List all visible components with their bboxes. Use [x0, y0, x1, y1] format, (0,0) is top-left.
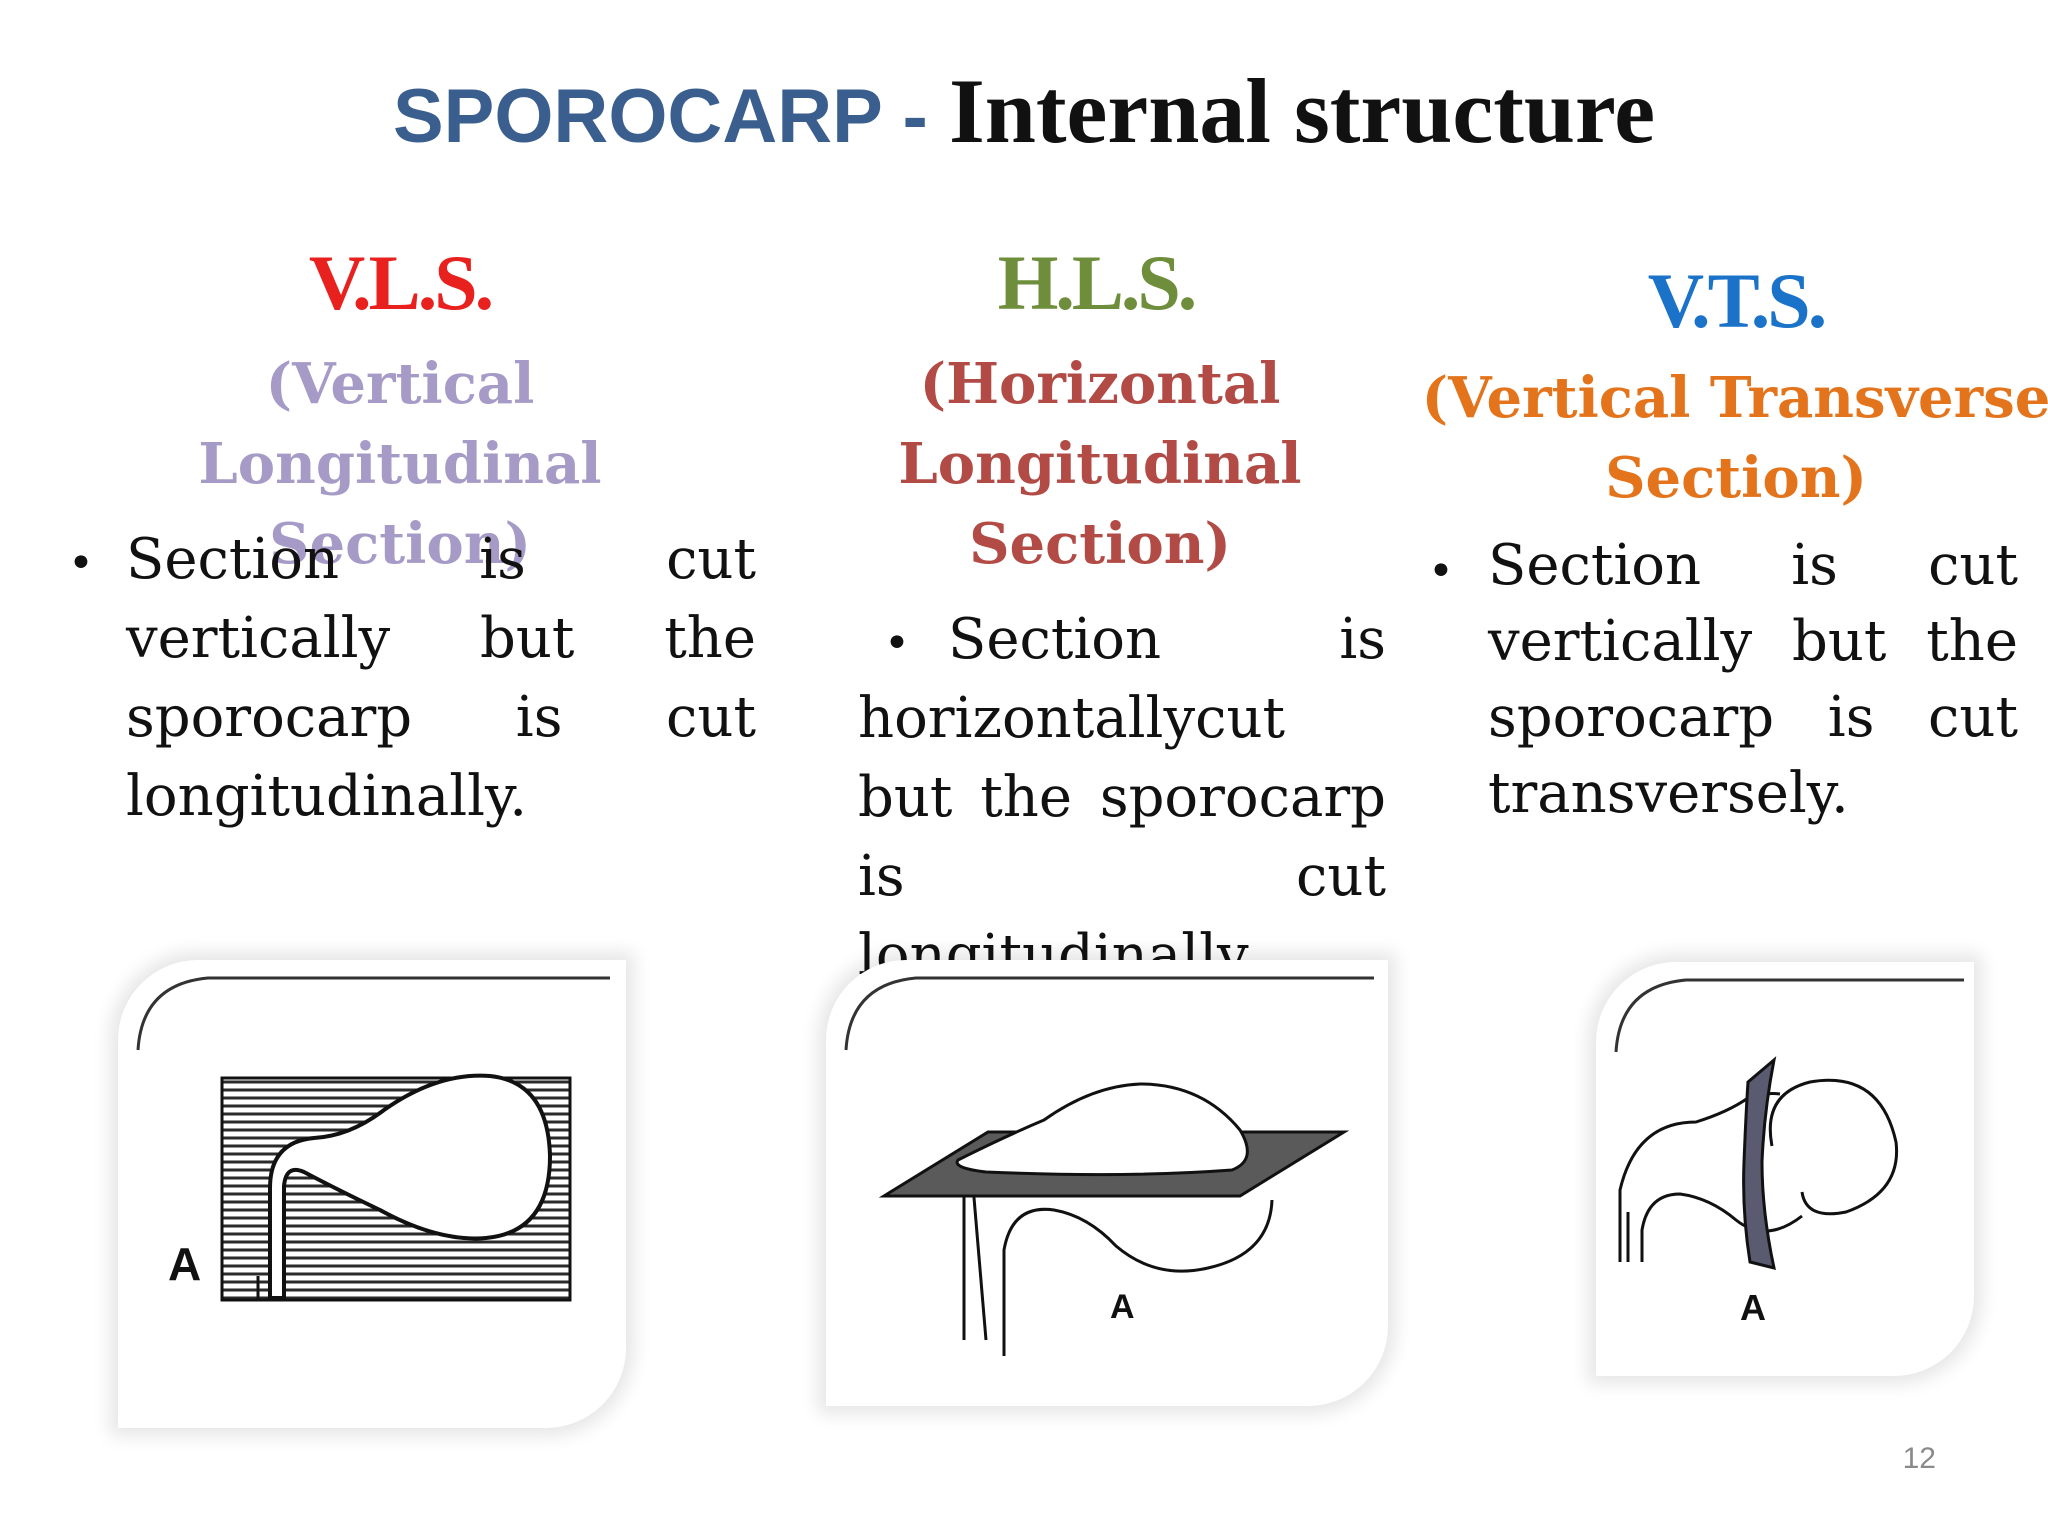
hls-diagram: A — [844, 976, 1374, 1356]
vts-description: Section is cut vertically but the sporoc… — [1488, 533, 2018, 826]
hls-full-name: (Horizontal Longitudinal Section) — [790, 344, 1410, 584]
vls-diagram-frame: A — [118, 960, 626, 1428]
vts-diagram: A — [1614, 978, 1964, 1328]
vts-full-name-line1: (Vertical Transverse — [1421, 365, 2048, 431]
hls-description: Section is horizontallycut but the sporo… — [858, 607, 1386, 988]
vls-abbreviation: V.L.S. — [308, 239, 494, 326]
hls-diagram-frame: A — [826, 960, 1388, 1406]
hls-full-name-line2: Longitudinal — [898, 431, 1302, 497]
vls-full-name-line1: (Vertical Longitudinal — [198, 351, 602, 497]
vts-full-name: (Vertical Transverse Section) — [1408, 358, 2048, 518]
vts-abbreviation: V.T.S. — [1647, 257, 1827, 344]
vls-full-name: (Vertical Longitudinal Section) — [60, 344, 740, 584]
hls-full-name-line1: (Horizontal — [919, 351, 1281, 417]
vls-bullet: • — [68, 538, 94, 589]
hls-abbreviation: H.L.S. — [997, 239, 1198, 326]
hls-bullet: • — [884, 618, 910, 669]
vts-bullet: • — [1428, 546, 1454, 597]
vls-diagram-label: A — [168, 1238, 201, 1290]
title-prefix: SPOROCARP - — [392, 74, 949, 159]
vls-full-name-line2: Section) — [269, 511, 531, 577]
vts-diagram-frame: A — [1596, 962, 1974, 1376]
hls-full-name-line3: Section) — [969, 511, 1231, 577]
vls-diagram: A — [136, 976, 610, 1302]
hls-diagram-label: A — [1110, 1288, 1135, 1326]
slide-title: SPOROCARP - Internal structure — [0, 58, 2048, 164]
vts-full-name-line2: Section) — [1605, 445, 1867, 511]
vls-description: Section is cut vertically but the sporoc… — [126, 527, 756, 829]
page-number: 12 — [1902, 1442, 1936, 1475]
vts-diagram-label: A — [1740, 1287, 1766, 1328]
title-main: Internal structure — [948, 60, 1656, 162]
